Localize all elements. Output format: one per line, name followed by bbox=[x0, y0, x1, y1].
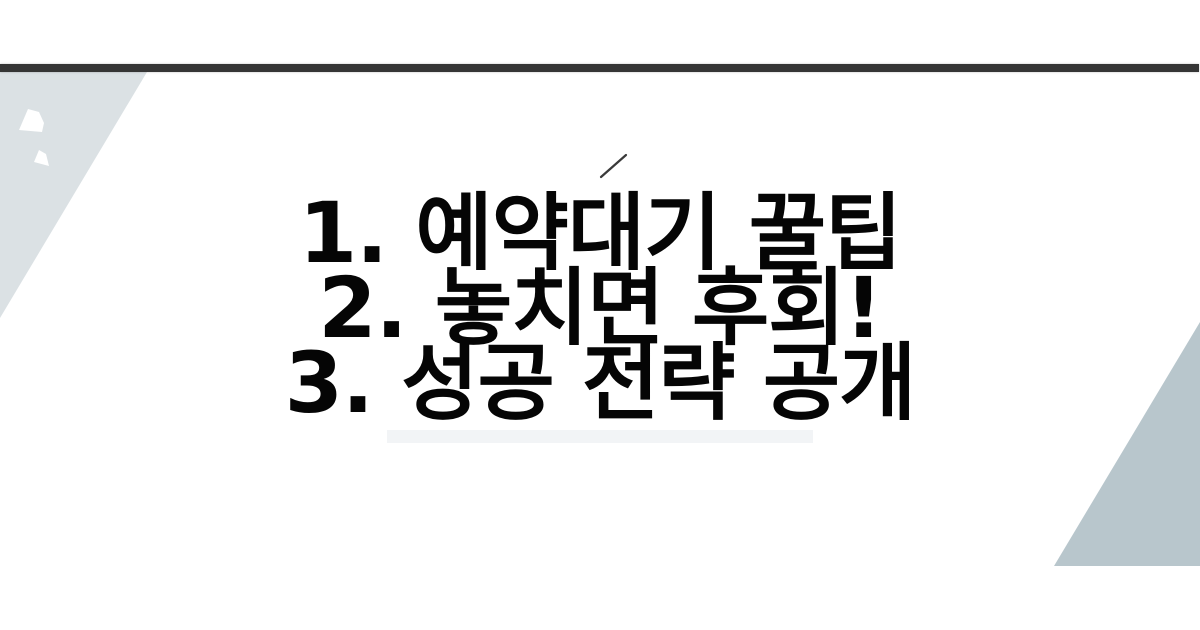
left-small-shape-1 bbox=[19, 109, 44, 132]
headline-line-2: 2. 놓치면 후회! bbox=[318, 259, 883, 357]
top-divider-bar bbox=[0, 64, 1199, 72]
headline-underline-highlight bbox=[387, 430, 813, 443]
left-small-shape-2 bbox=[34, 150, 49, 166]
left-diagonal-shape bbox=[0, 72, 147, 318]
slash-mark bbox=[599, 153, 628, 179]
headline: 1. 예약대기 꿀팁 2. 놓치면 후회! 3. 성공 전략 공개 bbox=[0, 184, 1200, 432]
headline-line-1: 1. 예약대기 꿀팁 bbox=[298, 184, 903, 282]
right-diagonal-shape bbox=[1054, 322, 1200, 566]
headline-line-3: 3. 성공 전략 공개 bbox=[284, 334, 917, 432]
